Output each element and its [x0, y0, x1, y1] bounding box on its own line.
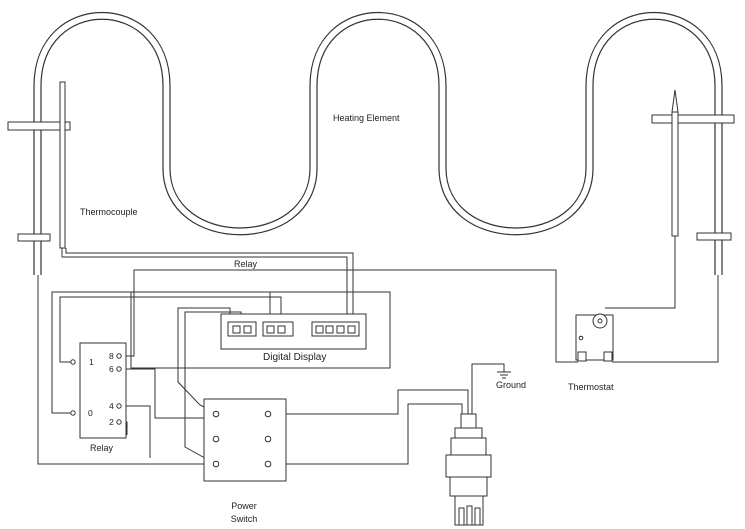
thermostat-probe — [671, 89, 679, 237]
relay-pin-4: 4 — [109, 401, 114, 411]
thermostat — [575, 313, 614, 362]
relay-terminals — [70, 353, 122, 425]
ground-label: Ground — [496, 380, 526, 390]
plug-prong-middle — [466, 505, 473, 526]
bracket-bottom-left — [17, 233, 51, 242]
bracket-bottom-right — [696, 232, 732, 241]
bracket-top-right — [651, 114, 735, 124]
ground-symbol — [497, 371, 511, 379]
power-plug — [445, 413, 492, 526]
thermostat-terminal-right — [603, 351, 613, 362]
wiring — [37, 236, 719, 465]
power-switch — [203, 398, 287, 482]
display-connector-right — [311, 321, 360, 337]
power-switch-label-line2: Switch — [231, 514, 258, 524]
plug-prong-right — [474, 507, 481, 526]
relay-pin-1: 1 — [89, 357, 94, 367]
thermocouple-probe — [59, 81, 66, 249]
relay-pin-0: 0 — [88, 408, 93, 418]
heating-element-label: Heating Element — [333, 113, 400, 123]
power-switch-label-line1: Power — [231, 501, 257, 511]
relay-pin-8: 8 — [109, 351, 114, 361]
relay-pin-6: 6 — [109, 364, 114, 374]
thermocouple-label: Thermocouple — [80, 207, 138, 217]
relay-pin-2: 2 — [109, 417, 114, 427]
relay: 1 0 8 6 4 2 — [70, 342, 127, 439]
thermostat-terminal-left — [577, 351, 587, 362]
plug-prong-left — [458, 507, 465, 526]
power-switch-terminals — [212, 410, 272, 468]
digital-display-label: Digital Display — [263, 352, 326, 363]
display-connector-left — [227, 321, 257, 337]
thermostat-label: Thermostat — [568, 382, 614, 392]
display-enclosure — [130, 291, 391, 369]
bracket-top-left — [7, 121, 71, 131]
heating-element — [33, 12, 723, 275]
relay-top-label: Relay — [234, 259, 258, 269]
digital-display — [220, 313, 367, 350]
mounting-brackets — [7, 114, 735, 242]
relay-label: Relay — [90, 443, 114, 453]
